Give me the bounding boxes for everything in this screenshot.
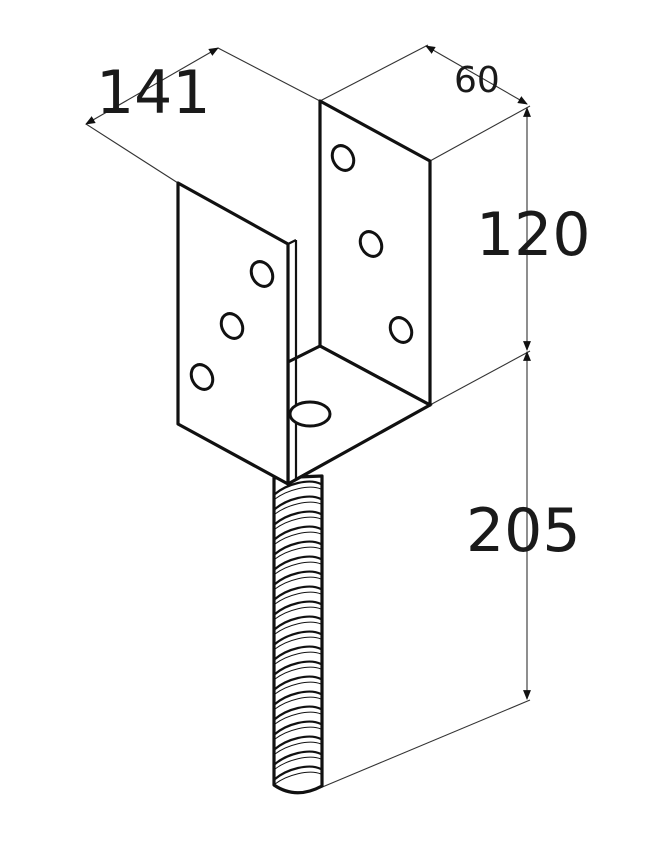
thread-line: [274, 585, 322, 600]
thread-shadow: [274, 486, 322, 500]
dimension-60-line: [425, 45, 528, 105]
thread-line: [274, 675, 322, 690]
thread-line: [274, 690, 322, 705]
thread-line: [274, 720, 322, 735]
thread-line: [274, 735, 322, 750]
thread-shadow: [274, 771, 322, 785]
thread-shadow: [274, 756, 322, 770]
thread-line: [274, 750, 322, 765]
threaded-rod: [272, 474, 324, 795]
thread-line: [274, 630, 322, 645]
rod-threads: [274, 480, 322, 785]
thread-shadow: [274, 576, 322, 590]
back-hole-1: [330, 144, 356, 172]
thread-shadow: [274, 561, 322, 575]
thread-line: [274, 570, 322, 585]
thread-shadow: [274, 636, 322, 650]
dimension-205-label: 205: [466, 496, 581, 566]
back-hole-2: [358, 230, 384, 258]
thread-shadow: [274, 696, 322, 710]
thread-line: [274, 555, 322, 570]
thread-line: [274, 480, 322, 495]
thread-shadow: [274, 711, 322, 725]
thread-shadow: [274, 666, 322, 680]
dimension-60-label: 60: [454, 60, 500, 101]
thread-shadow: [274, 741, 322, 755]
front-hole-2: [219, 312, 245, 340]
thread-line: [274, 600, 322, 615]
thread-shadow: [274, 681, 322, 695]
thread-line: [274, 645, 322, 660]
thread-shadow: [274, 726, 322, 740]
thread-shadow: [274, 591, 322, 605]
front-hole-1: [249, 260, 275, 288]
thread-shadow: [274, 606, 322, 620]
back-hole-3: [388, 316, 414, 344]
thread-line: [274, 540, 322, 555]
front-hole-3: [189, 363, 215, 391]
dimension-141-line: [85, 47, 219, 125]
thread-shadow: [274, 531, 322, 545]
base-hole: [288, 400, 332, 428]
thread-line: [274, 510, 322, 525]
thread-shadow: [274, 501, 322, 515]
thread-line: [274, 705, 322, 720]
thread-line: [274, 615, 322, 630]
extension-lines: [85, 44, 531, 789]
thread-shadow: [274, 546, 322, 560]
thread-line: [274, 495, 322, 510]
thread-line: [274, 660, 322, 675]
thread-shadow: [274, 651, 322, 665]
dimension-141-label: 141: [96, 58, 211, 128]
thread-line: [274, 525, 322, 540]
u-bracket: [176, 99, 433, 486]
thread-shadow: [274, 516, 322, 530]
thread-shadow: [274, 621, 322, 635]
thread-line: [274, 765, 322, 780]
dimension-120-label: 120: [476, 200, 591, 270]
